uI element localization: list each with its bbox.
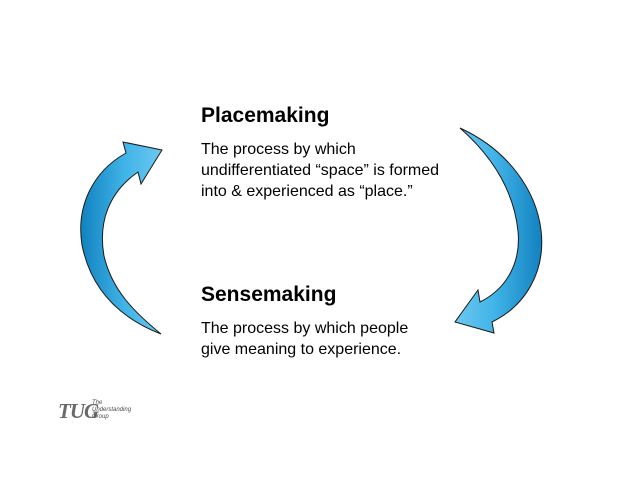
left-arrow-shape xyxy=(80,141,163,335)
placemaking-description: The process by which undifferentiated “s… xyxy=(201,141,440,200)
company-logo: TUG The Understanding Group xyxy=(58,399,148,423)
right-arrow-shape xyxy=(454,127,543,334)
sensemaking-description: The process by which people give meaning… xyxy=(201,320,409,358)
logo-company-name: The Understanding Group xyxy=(92,400,132,420)
sensemaking-block: Sensemaking The process by which people … xyxy=(201,283,408,360)
logo-letters: TUG xyxy=(58,399,99,423)
sensemaking-title: Sensemaking xyxy=(201,283,337,306)
placemaking-title: Placemaking xyxy=(201,104,330,127)
placemaking-block: Placemaking The process by which undiffe… xyxy=(201,104,439,202)
